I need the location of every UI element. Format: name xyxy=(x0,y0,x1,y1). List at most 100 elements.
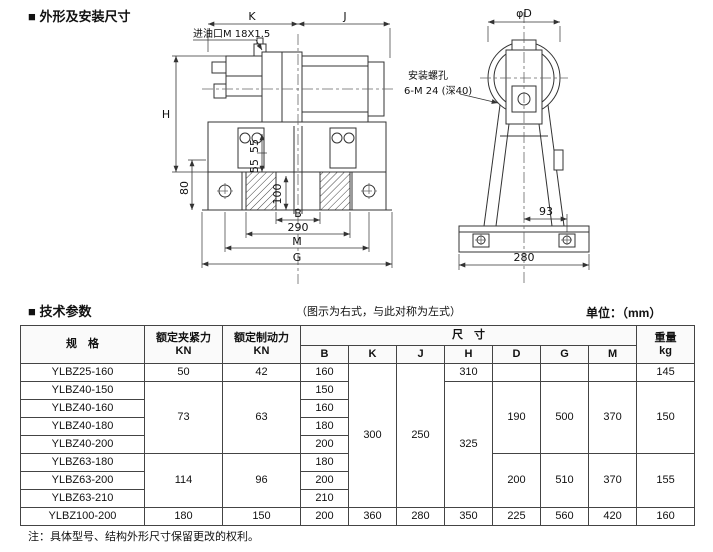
dim-label-290: 290 xyxy=(288,221,309,234)
dim-label-h: H xyxy=(162,108,170,121)
table-cell: 145 xyxy=(636,363,696,382)
table-cell: 190 xyxy=(492,381,541,454)
table-cell: 420 xyxy=(587,507,638,526)
col-header-m: M xyxy=(587,345,638,364)
front-view-drawing: 进油口M 18X1.5 K J H 80 55 55 100 B 290 M G xyxy=(162,10,394,284)
mount-holes-label-line2: 6-M 24 (深40) xyxy=(404,85,472,97)
table-row: YLBZ40-180 180 xyxy=(20,417,695,436)
table-cell: 200 xyxy=(300,471,349,490)
table-cell: YLBZ40-180 xyxy=(20,417,145,436)
bolt-hole xyxy=(239,132,251,144)
footnote: 注：具体型号、结构外形尺寸保留更改的权利。 xyxy=(28,531,259,543)
table-cell xyxy=(587,363,638,382)
left-connector-lower xyxy=(213,83,227,99)
table-cell: YLBZ63-200 xyxy=(20,471,145,490)
section-title-parameters: ■ 技术参数 xyxy=(28,304,92,319)
unit-label: 单位：（mm） xyxy=(586,306,662,320)
table-cell: 150 xyxy=(222,507,301,526)
table-row: YLBZ100-200 180 150 200 360 280 350 225 … xyxy=(20,507,696,526)
table-cell xyxy=(492,363,541,382)
dim-label-93: 93 xyxy=(539,205,553,218)
table-row: YLBZ63-210 210 xyxy=(20,489,695,508)
table-cell: 50 xyxy=(144,363,223,382)
table-cell: YLBZ40-160 xyxy=(20,399,145,418)
symmetry-note: （图示为右式，与此对称为左式） xyxy=(296,306,461,318)
dim-label-55a: 55 xyxy=(248,139,261,153)
dim-label-j: J xyxy=(342,10,346,23)
col-header-h: H xyxy=(444,345,493,364)
table-row: YLBZ40-160 160 xyxy=(20,399,695,418)
col-header-spec: 规 格 xyxy=(20,325,145,364)
dim-label-g: G xyxy=(293,251,302,264)
bolt-hole xyxy=(331,132,343,144)
table-row: YLBZ63-180 114 96 180 200 510 370 155 xyxy=(20,453,696,508)
table-cell: 155 xyxy=(636,453,696,508)
caliper-body xyxy=(207,121,387,173)
dim-label-phi-d: φD xyxy=(516,7,532,20)
table-cell: 500 xyxy=(540,381,589,454)
table-header-row: 规 格 额定夹紧力 KN 额定制动力 KN 尺 寸 重量 kg xyxy=(20,325,696,364)
leg-inner-left xyxy=(495,123,510,227)
brake-pad-left xyxy=(245,171,277,211)
table-cell: 160 xyxy=(300,399,349,418)
body-detail-right xyxy=(329,127,357,169)
table-cell: 310 xyxy=(444,363,493,382)
table-cell: 42 xyxy=(222,363,301,382)
col-header-brake-force: 额定制动力 KN xyxy=(222,325,301,364)
brake-pad-right xyxy=(319,171,351,211)
header-line: 额定夹紧力 xyxy=(156,331,211,344)
table-cell: YLBZ63-210 xyxy=(20,489,145,508)
section-title-dimensions: ■ 外形及安装尺寸 xyxy=(28,9,131,24)
table-cell: 325 xyxy=(444,381,493,508)
table-row: YLBZ63-200 200 xyxy=(20,471,695,490)
col-header-k: K xyxy=(348,345,397,364)
table-row: YLBZ40-200 200 xyxy=(20,435,695,454)
col-header-b: B xyxy=(300,345,349,364)
oil-port-label: 进油口M 18X1.5 xyxy=(193,27,270,40)
left-connector xyxy=(211,61,227,74)
dim-label-100: 100 xyxy=(271,184,284,205)
table-cell: 114 xyxy=(144,453,223,508)
table-cell: 150 xyxy=(636,381,696,454)
table-cell: YLBZ40-150 xyxy=(20,381,145,400)
table-cell: 160 xyxy=(300,363,349,382)
col-header-dimensions: 尺 寸 xyxy=(299,325,638,346)
dim-label-k: K xyxy=(248,10,256,23)
table-cell: 370 xyxy=(587,453,638,508)
table-cell: 510 xyxy=(540,453,589,508)
col-header-g: G xyxy=(540,345,589,364)
table-cell: YLBZ100-200 xyxy=(20,507,145,526)
dim-label-b: B xyxy=(294,207,302,220)
table-cell: 200 xyxy=(300,507,349,526)
technical-drawings: 进油口M 18X1.5 K J H 80 55 55 100 B 290 M G xyxy=(162,7,590,286)
table-cell: 63 xyxy=(222,381,301,454)
table-cell: 560 xyxy=(540,507,589,526)
side-view-drawing: φD 93 280 安装螺孔 6-M 24 (深40) xyxy=(404,7,590,286)
header-line: kg xyxy=(659,344,672,357)
table-cell: 180 xyxy=(300,453,349,472)
col-header-clamp-force: 额定夹紧力 KN xyxy=(144,325,223,364)
table-cell: 200 xyxy=(300,435,349,454)
dim-label-280: 280 xyxy=(514,251,535,264)
side-tab xyxy=(553,149,564,171)
mount-holes-label-line1: 安装螺孔 xyxy=(408,69,448,82)
table-cell: 300 xyxy=(348,363,397,508)
header-line: 额定制动力 xyxy=(234,331,289,344)
bolt-hole xyxy=(343,132,355,144)
table-row: YLBZ25-160 50 42 160 300 250 310 145 xyxy=(20,363,696,508)
leg-inner-right xyxy=(538,123,553,227)
table-cell: 250 xyxy=(396,363,445,508)
col-header-weight: 重量 kg xyxy=(636,325,696,364)
table-cell: 180 xyxy=(144,507,223,526)
dim-label-80: 80 xyxy=(178,181,191,195)
table-cell: 73 xyxy=(144,381,223,454)
table-cell: 160 xyxy=(636,507,696,526)
table-cell: YLBZ25-160 xyxy=(20,363,145,382)
table-cell xyxy=(540,363,589,382)
table-cell: 360 xyxy=(348,507,397,526)
leg-outer-left xyxy=(483,104,501,227)
col-header-d: D xyxy=(492,345,541,364)
table-cell: 280 xyxy=(396,507,445,526)
specifications-table: 规 格 额定夹紧力 KN 额定制动力 KN 尺 寸 重量 kg B K J H … xyxy=(20,325,696,526)
table-cell: 180 xyxy=(300,417,349,436)
